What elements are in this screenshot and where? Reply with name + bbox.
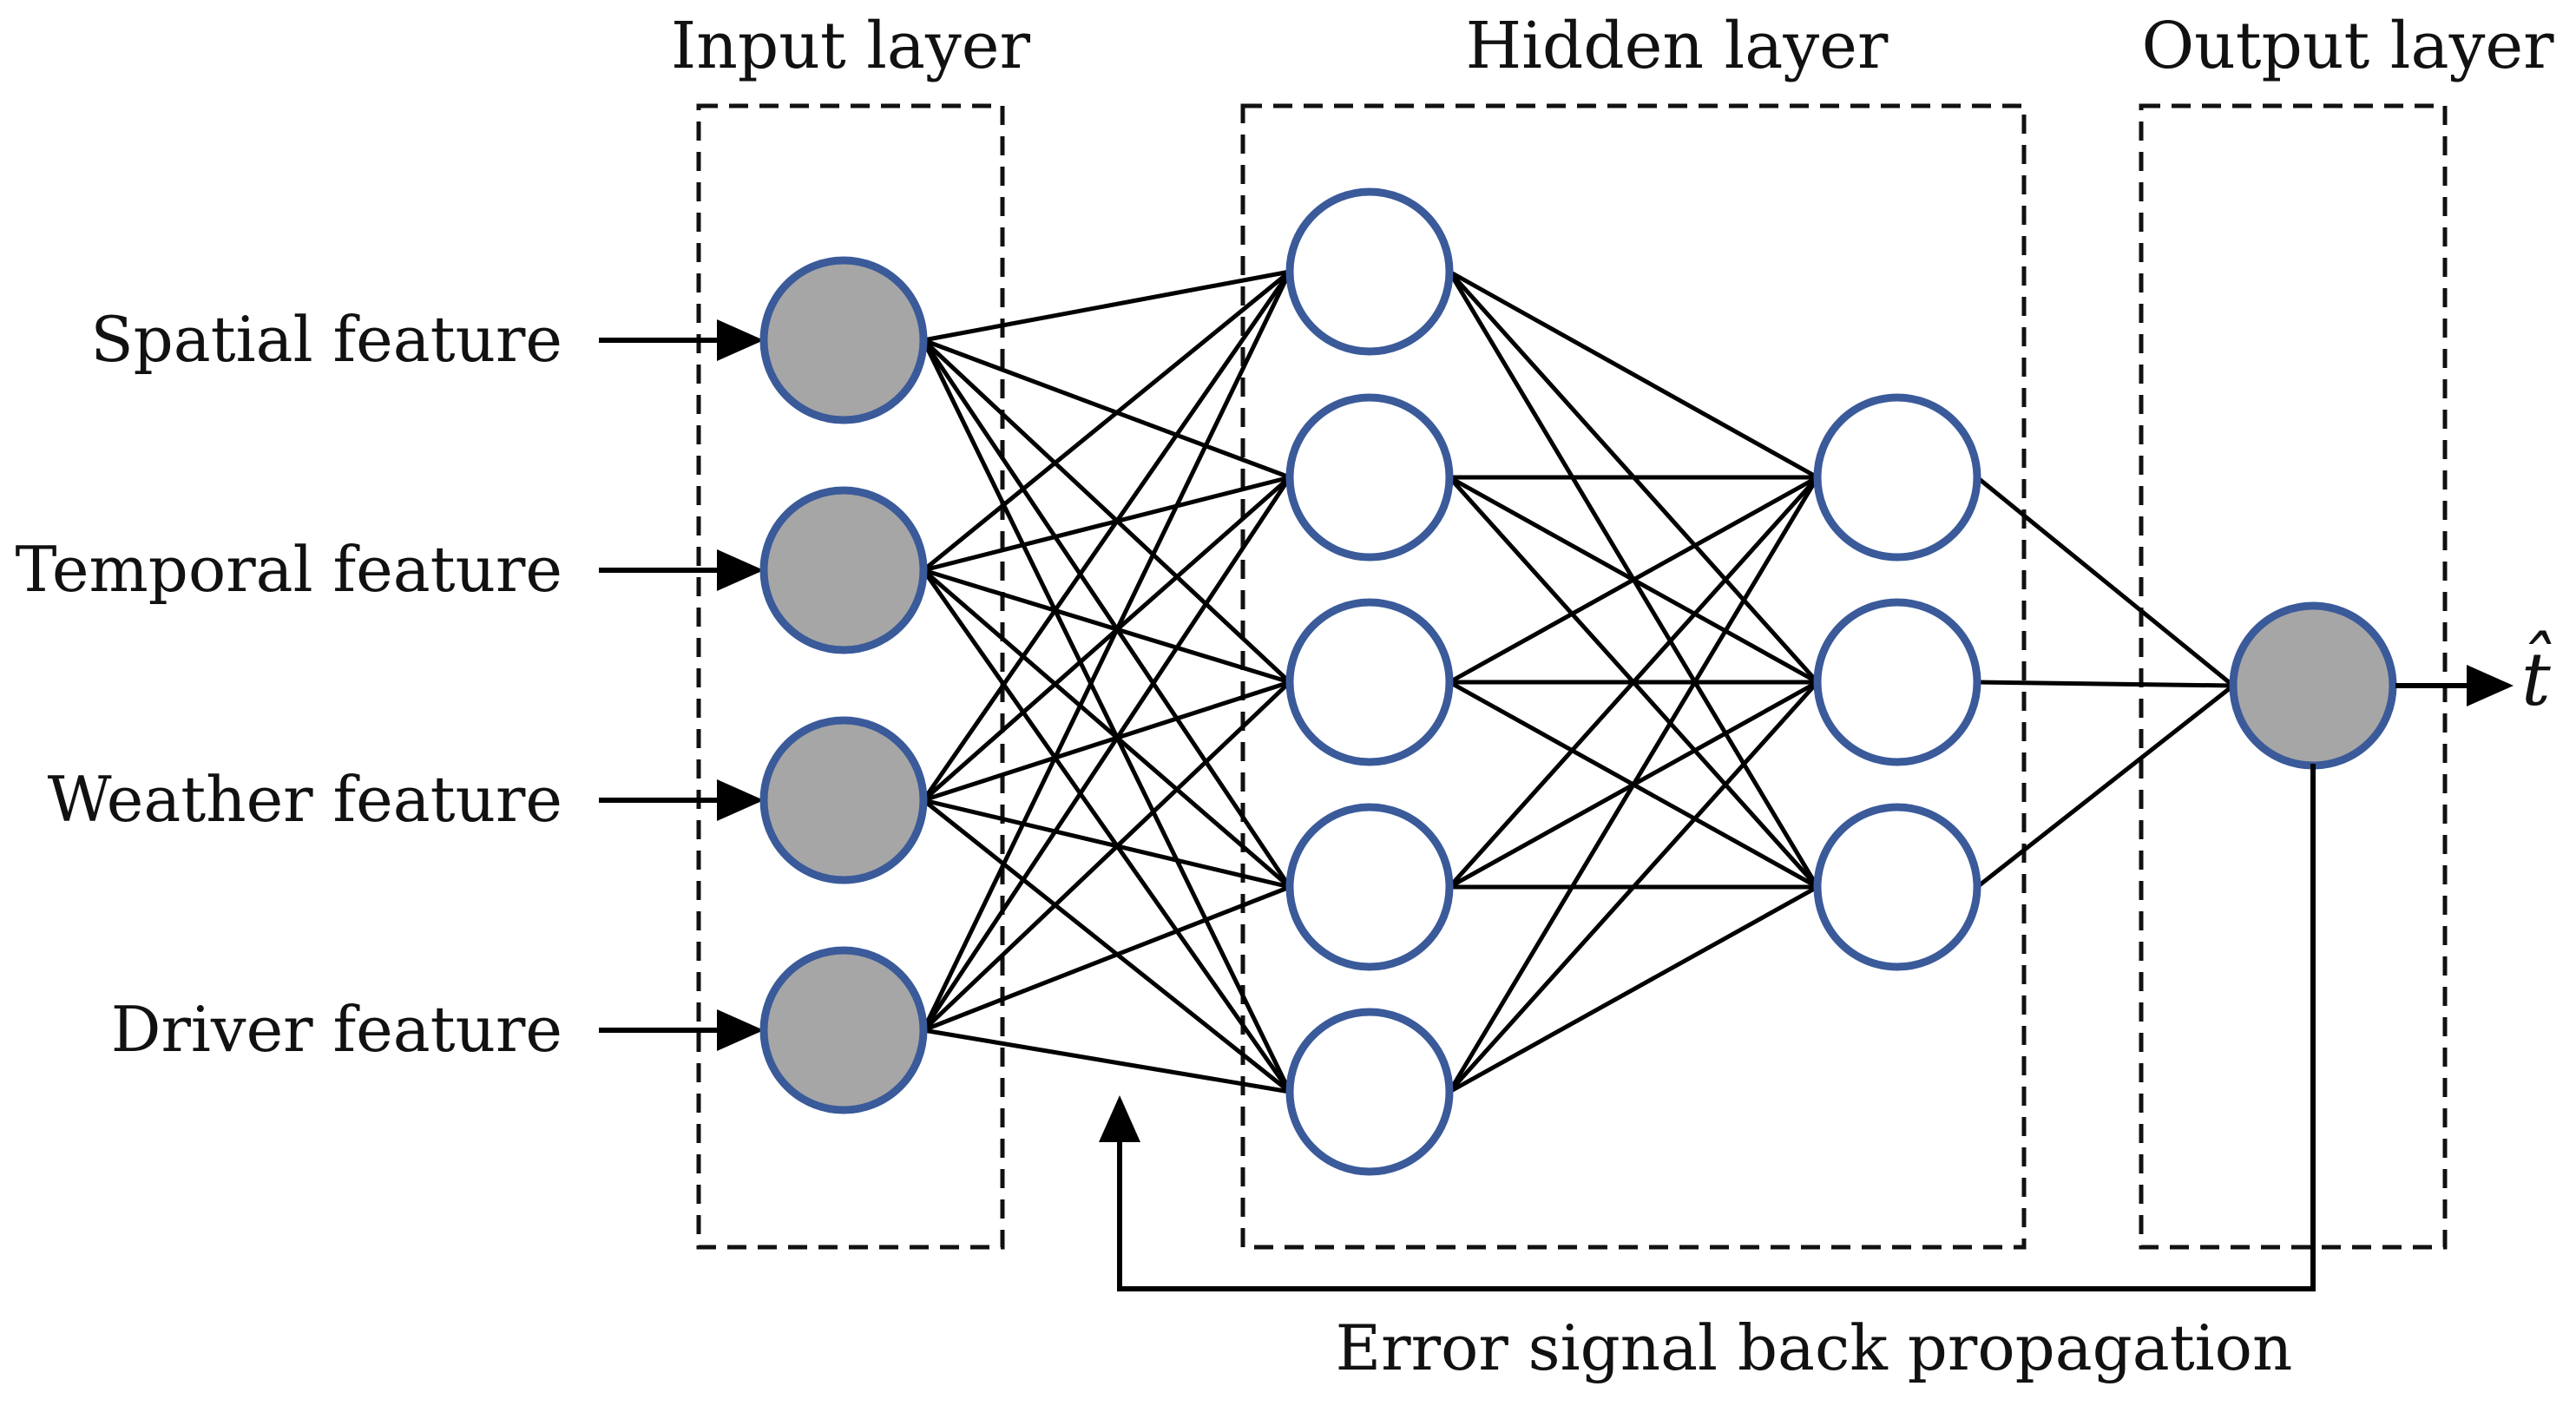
connections bbox=[921, 269, 2235, 1094]
hidden-node bbox=[1285, 598, 1454, 766]
edge-input-hidden1 bbox=[921, 338, 1292, 889]
edge-input-hidden1 bbox=[921, 270, 1292, 802]
hidden-node bbox=[1285, 393, 1454, 562]
edge-input-hidden1 bbox=[922, 568, 1291, 889]
edge-hidden1-hidden2 bbox=[1448, 269, 1819, 480]
input-layer-label: Input layer bbox=[671, 9, 1031, 83]
hidden-node bbox=[1285, 1008, 1454, 1176]
edge-input-hidden1 bbox=[922, 798, 1291, 1094]
input-node bbox=[759, 946, 928, 1114]
edge-hidden1-hidden2 bbox=[1448, 475, 1819, 685]
edge-input-hidden1 bbox=[922, 338, 1291, 684]
nodes bbox=[759, 187, 2397, 1176]
input-node bbox=[759, 256, 928, 424]
input-feature-label: Weather feature bbox=[48, 763, 562, 836]
edge-input-hidden1 bbox=[922, 680, 1291, 1032]
edge-input-hidden1 bbox=[922, 270, 1291, 572]
edge-input-hidden1 bbox=[923, 568, 1291, 685]
edge-input-hidden1 bbox=[923, 475, 1291, 573]
edge-input-hidden1 bbox=[922, 476, 1291, 802]
edge-input-hidden1 bbox=[923, 1028, 1291, 1094]
edge-hidden2-output bbox=[1975, 684, 2235, 889]
output-symbol: t̂ bbox=[2521, 630, 2552, 722]
edge-input-hidden1 bbox=[923, 338, 1291, 480]
hidden-layer-box bbox=[1240, 103, 2027, 1250]
edge-input-hidden1 bbox=[923, 680, 1291, 803]
input-node bbox=[759, 716, 928, 884]
edge-input-hidden1 bbox=[921, 568, 1292, 1094]
feedback-label: Error signal back propagation bbox=[1336, 1311, 2293, 1384]
edge-hidden1-hidden2 bbox=[1448, 884, 1819, 1094]
output-node bbox=[2229, 601, 2397, 770]
input-feature-label: Temporal feature bbox=[15, 533, 562, 606]
edge-hidden1-hidden2 bbox=[1448, 476, 1819, 889]
hidden-node bbox=[1285, 187, 1454, 356]
edge-input-hidden1 bbox=[923, 269, 1291, 343]
output-layer-box bbox=[2139, 103, 2448, 1250]
edge-input-hidden1 bbox=[923, 798, 1291, 890]
hidden-node bbox=[1285, 803, 1454, 971]
edge-input-hidden1 bbox=[923, 884, 1291, 1033]
edge-input-hidden1 bbox=[921, 476, 1292, 1032]
edge-hidden1-hidden2 bbox=[1447, 476, 1820, 1094]
input-node bbox=[759, 486, 928, 654]
input-feature-label: Spatial feature bbox=[90, 303, 562, 376]
output-layer-label: Output layer bbox=[2141, 9, 2554, 83]
hidden-layer-label: Hidden layer bbox=[1466, 9, 1889, 83]
edge-input-hidden1 bbox=[921, 270, 1292, 1032]
edge-hidden1-hidden2 bbox=[1448, 680, 1819, 1094]
input-layer-box bbox=[696, 103, 1005, 1250]
hidden-node bbox=[1813, 598, 1981, 766]
edge-hidden2-output bbox=[1975, 476, 2235, 687]
hidden-node bbox=[1813, 803, 1981, 971]
edge-hidden2-output bbox=[1976, 680, 2234, 688]
input-feature-label: Driver feature bbox=[111, 993, 562, 1066]
edge-input-hidden1 bbox=[921, 338, 1292, 1094]
feedback-arrow bbox=[1099, 764, 2316, 1291]
hidden-node bbox=[1813, 393, 1981, 562]
